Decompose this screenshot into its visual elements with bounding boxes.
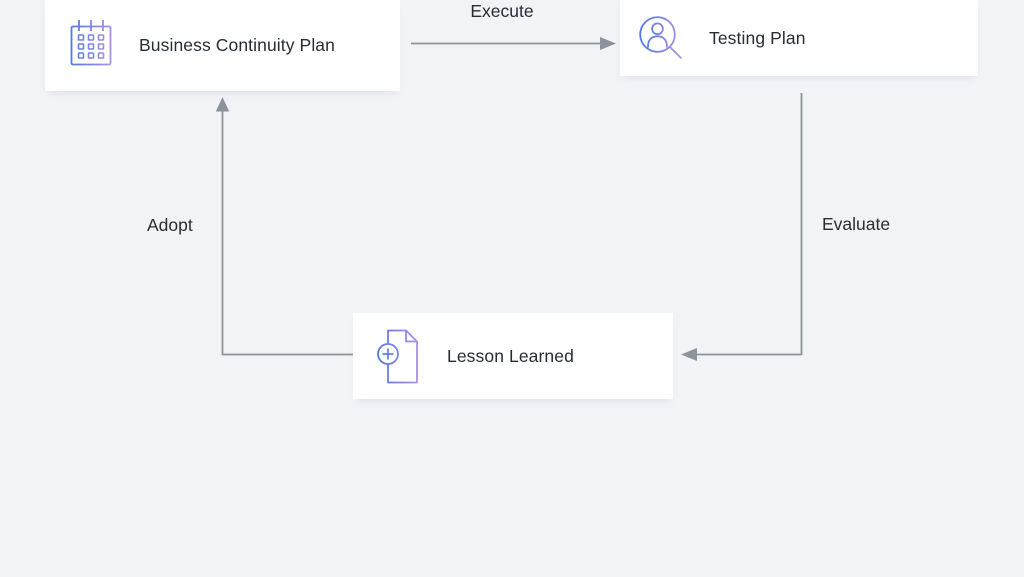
node-label-testing-plan: Testing Plan — [709, 27, 806, 48]
document-add-icon — [377, 329, 418, 383]
adopt-arrow — [215, 97, 353, 356]
calendar-icon — [70, 19, 112, 65]
node-testing-plan: Testing Plan — [620, 0, 978, 76]
node-business-continuity-plan: Business Continuity Plan — [45, 0, 400, 91]
node-label-business-continuity-plan: Business Continuity Plan — [139, 35, 335, 55]
user-search-icon — [639, 15, 682, 59]
node-lesson-learned: Lesson Learned — [353, 313, 673, 399]
evaluate-arrow — [681, 93, 803, 361]
node-label-lesson-learned: Lesson Learned — [447, 345, 574, 366]
edge-label-adopt: Adopt — [147, 215, 193, 235]
edge-label-evaluate: Evaluate — [822, 214, 891, 234]
edge-label-execute: Execute — [470, 1, 534, 21]
execute-arrow — [411, 37, 616, 50]
